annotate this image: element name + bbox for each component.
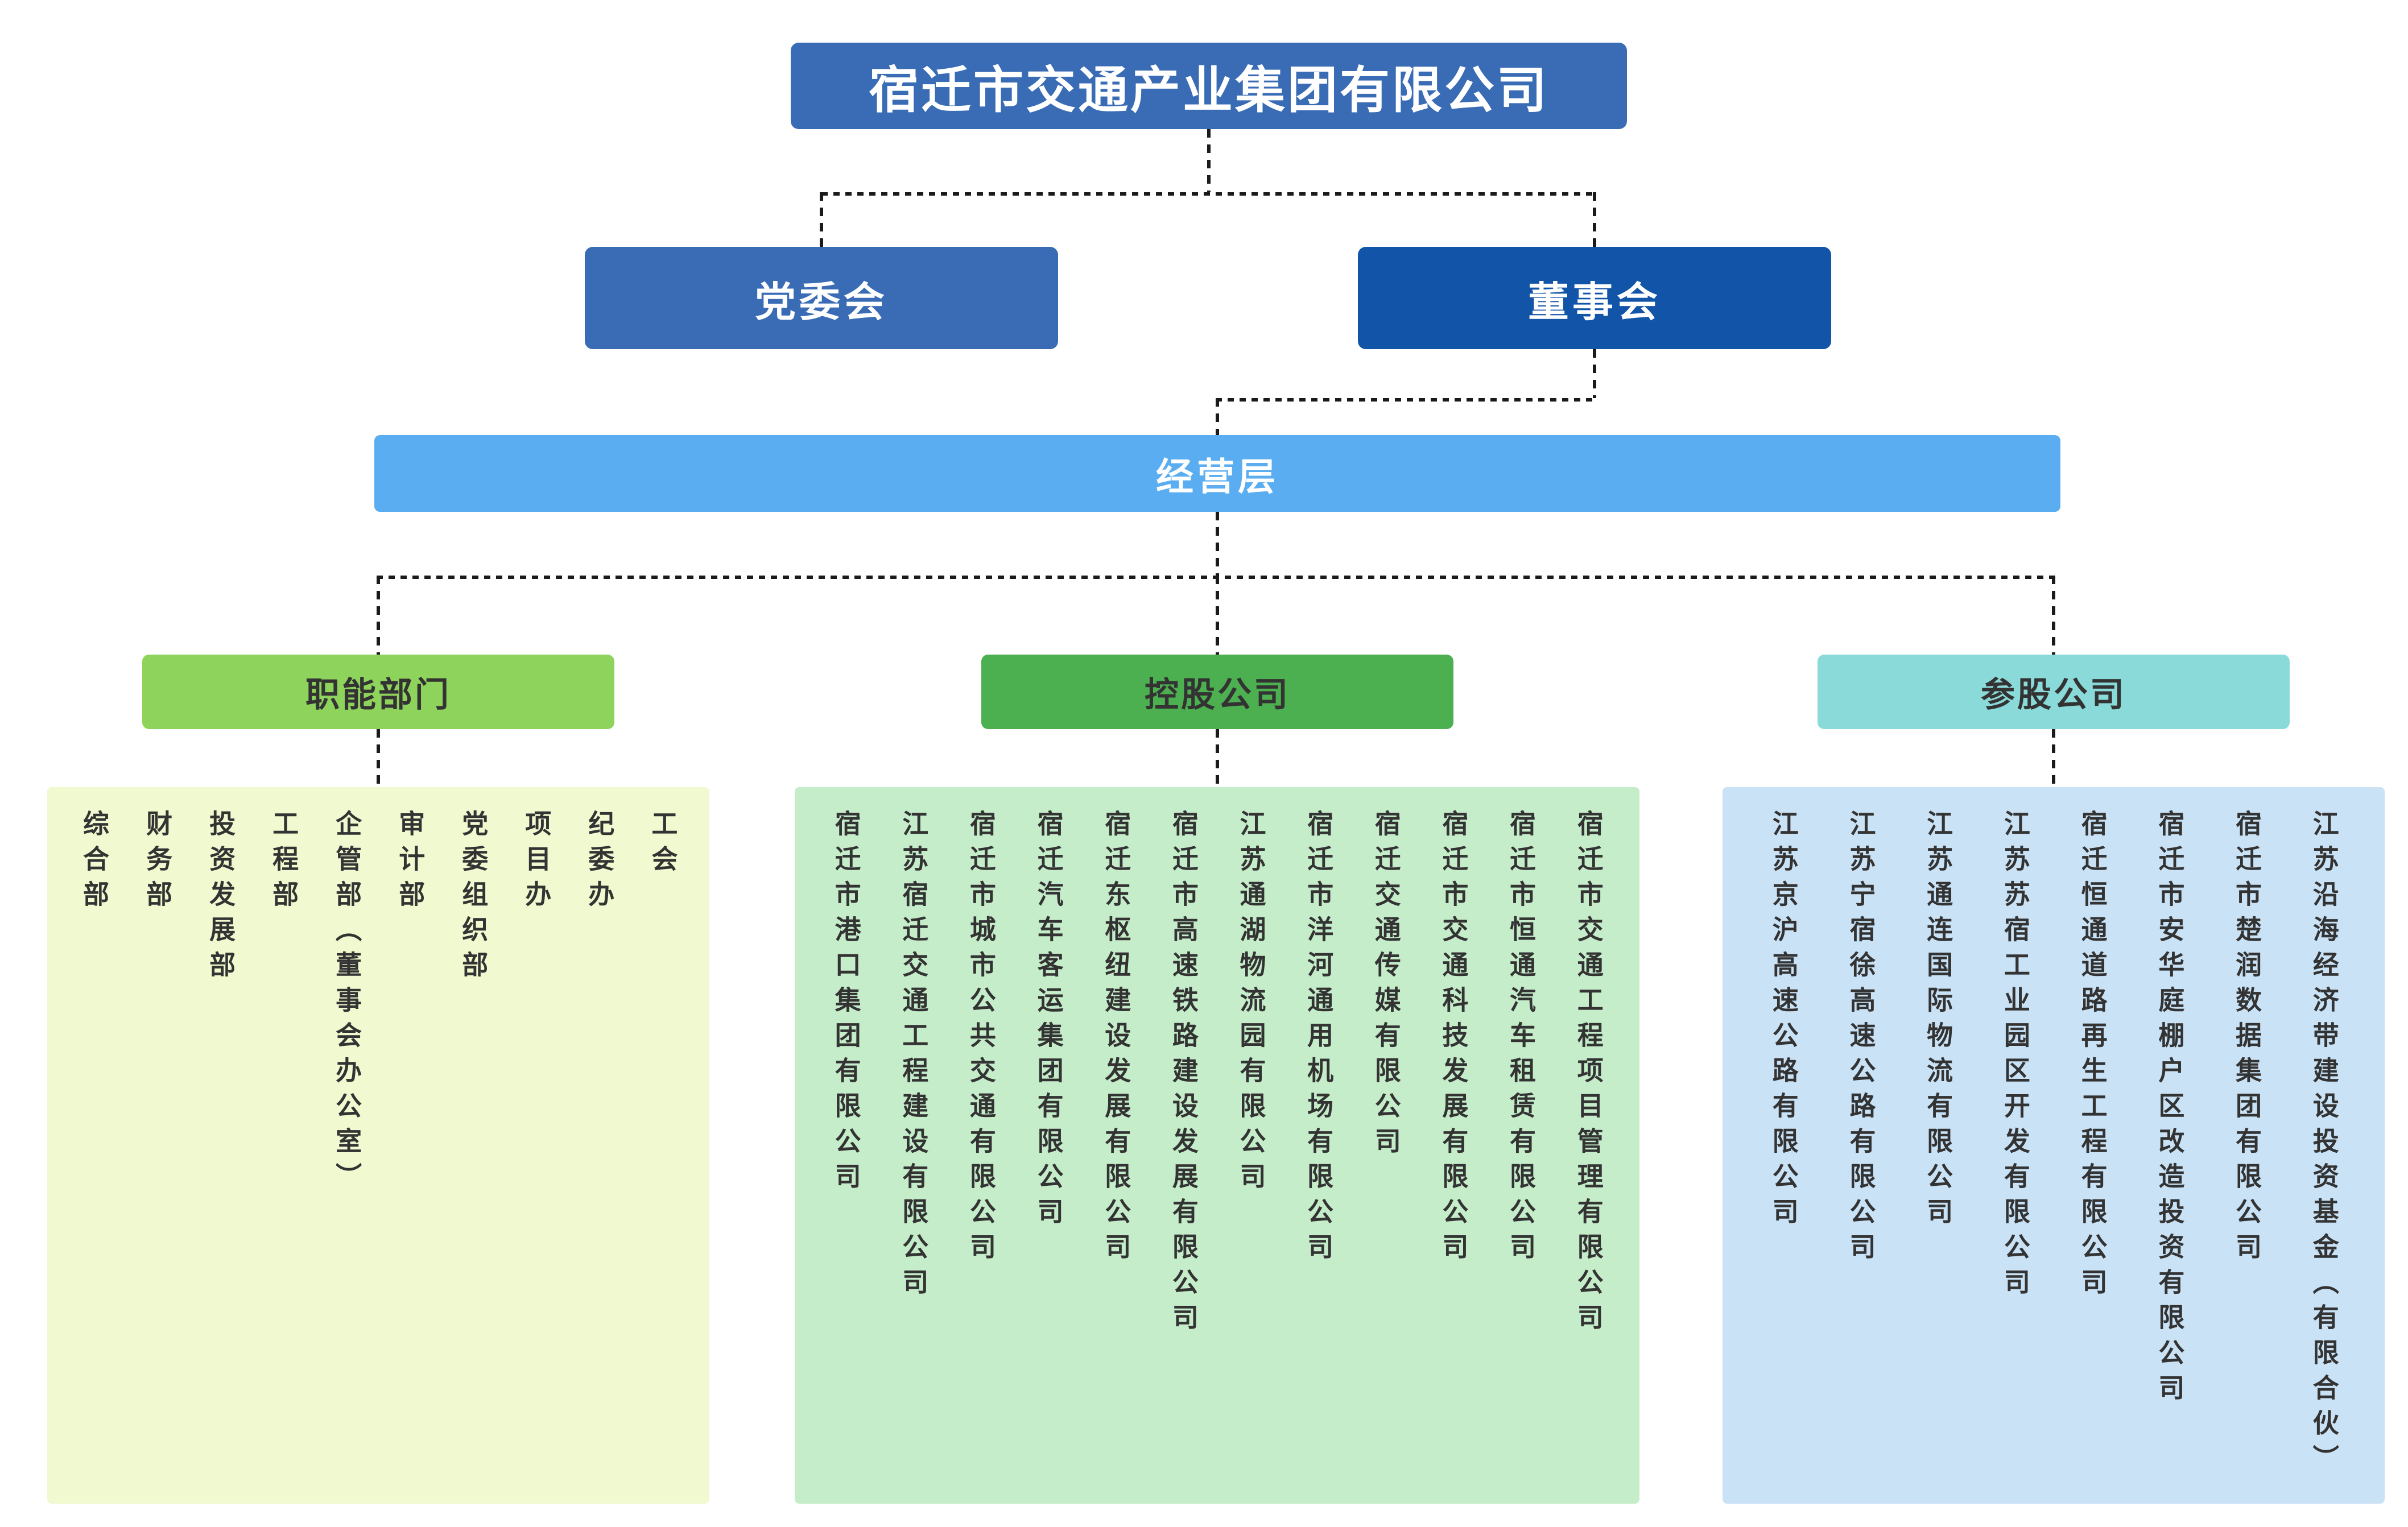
affiliate-company-item: 江苏苏宿工业园区开发有限公司 [2000, 810, 2030, 1303]
holding-company-item: 宿迁市港口集团有限公司 [831, 810, 861, 1198]
affiliate-company-item: 江苏京沪高速公路有限公司 [1769, 810, 1799, 1233]
holding-company-item: 宿迁市交通科技发展有限公司 [1439, 810, 1469, 1268]
holding-company-item: 江苏通湖物流园有限公司 [1236, 810, 1266, 1198]
connector-aff-header-in [2052, 576, 2055, 655]
holding-companies-panel: 宿迁市港口集团有限公司 江苏宿迁交通工程建设有限公司 宿迁市城市公共交通有限公司… [795, 787, 1639, 1504]
department-item: 企管部（董事会办公室） [332, 810, 362, 1198]
department-item: 项目办 [522, 810, 552, 916]
connector-board-down [1593, 192, 1596, 247]
holding-company-item: 宿迁市高速铁路建设发展有限公司 [1168, 810, 1199, 1339]
connector-management-down [1216, 512, 1219, 576]
holding-company-item: 江苏宿迁交通工程建设有限公司 [899, 810, 929, 1303]
department-item: 党委组织部 [459, 810, 489, 986]
connector-aff-panel-in [2052, 729, 2055, 787]
department-item: 纪委办 [585, 810, 615, 916]
party-committee-label: 党委会 [754, 279, 888, 325]
department-item: 工程部 [269, 810, 299, 916]
holding-company-item: 宿迁交通传媒有限公司 [1371, 810, 1401, 1162]
management-layer-label: 经营层 [1156, 455, 1279, 498]
connector-governance-horizontal [821, 192, 1596, 196]
affiliate-company-item: 江苏宁宿徐高速公路有限公司 [1846, 810, 1876, 1268]
holding-company-item: 宿迁市交通工程项目管理有限公司 [1573, 810, 1604, 1339]
department-item: 财务部 [143, 810, 173, 916]
board-of-directors-box: 董事会 [1358, 247, 1831, 349]
affiliate-company-item: 江苏通连国际物流有限公司 [1923, 810, 1953, 1233]
holding-companies-label: 控股公司 [1145, 676, 1290, 714]
functional-departments-label: 职能部门 [305, 676, 451, 714]
connector-board-management-horizontal [1216, 398, 1595, 402]
holding-company-item: 宿迁市恒通汽车租赁有限公司 [1506, 810, 1537, 1268]
department-item: 综合部 [80, 810, 110, 916]
connector-board-to-elbow [1593, 349, 1596, 398]
holding-company-item: 宿迁东枢纽建设发展有限公司 [1101, 810, 1131, 1268]
connector-management-in [1216, 398, 1219, 435]
functional-departments-header: 职能部门 [142, 655, 614, 729]
affiliate-company-item: 江苏沿海经济带建设投资基金（有限合伙） [2309, 810, 2339, 1480]
board-of-directors-label: 董事会 [1527, 279, 1661, 325]
root-company-label: 宿迁市交通产业集团有限公司 [868, 61, 1549, 118]
department-item: 审计部 [395, 810, 426, 916]
holding-company-item: 宿迁市城市公共交通有限公司 [966, 810, 996, 1268]
holding-company-item: 宿迁市洋河通用机场有限公司 [1304, 810, 1334, 1268]
affiliate-company-item: 宿迁恒通道路再生工程有限公司 [2077, 810, 2108, 1303]
affiliate-company-item: 宿迁市楚润数据集团有限公司 [2232, 810, 2262, 1268]
connector-root-down [1207, 129, 1211, 192]
connector-hold-header-in [1216, 576, 1219, 655]
holding-company-item: 宿迁汽车客运集团有限公司 [1034, 810, 1064, 1233]
connector-func-panel-in [377, 729, 380, 787]
party-committee-box: 党委会 [585, 247, 1058, 349]
connector-func-header-in [377, 576, 380, 655]
connector-hold-panel-in [1216, 729, 1219, 787]
affiliate-companies-label: 参股公司 [1981, 676, 2126, 714]
functional-departments-panel: 综合部 财务部 投资发展部 工程部 企管部（董事会办公室） 审计部 党委组织部 … [47, 787, 709, 1504]
affiliate-companies-header: 参股公司 [1818, 655, 2290, 729]
affiliate-company-item: 宿迁市安华庭棚户区改造投资有限公司 [2155, 810, 2185, 1409]
affiliate-companies-panel: 江苏京沪高速公路有限公司 江苏宁宿徐高速公路有限公司 江苏通连国际物流有限公司 … [1723, 787, 2385, 1504]
department-item: 投资发展部 [206, 810, 236, 986]
holding-companies-header: 控股公司 [981, 655, 1453, 729]
root-company-box: 宿迁市交通产业集团有限公司 [791, 43, 1627, 129]
management-layer-bar: 经营层 [374, 435, 2060, 512]
department-item: 工会 [648, 810, 678, 880]
connector-party-down [820, 192, 823, 247]
